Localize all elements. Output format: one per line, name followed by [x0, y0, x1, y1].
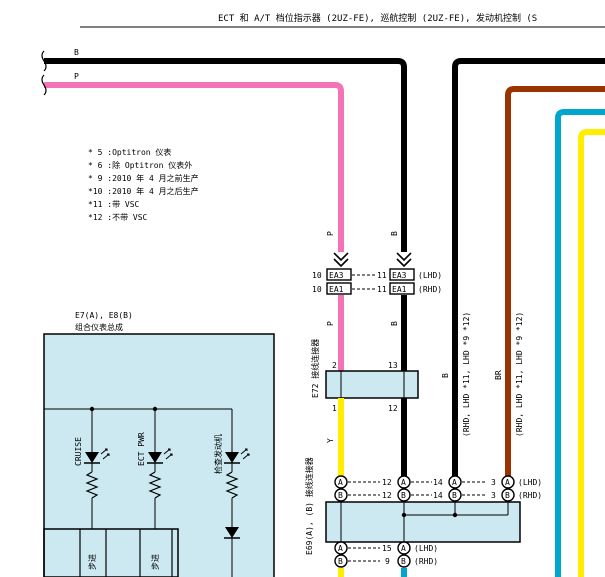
- e69-r1-p3: 3: [491, 478, 496, 487]
- connector-ea1-left: [326, 282, 352, 295]
- connector-ea3-right: [389, 268, 415, 281]
- connector-ea1-right: [389, 282, 415, 295]
- e69-name: E69(A), (B) 接线连接器: [304, 457, 314, 555]
- e69-r4-p1: 9: [385, 557, 390, 566]
- p-wire-label: P: [74, 72, 79, 81]
- e69-r2-a3: B: [452, 491, 457, 500]
- e69-r2-p3: 3: [491, 491, 496, 500]
- e69-junction-1: [401, 512, 407, 518]
- page-title: ECT 和 A/T 档位指示器 (2UZ-FE), 巡航控制 (2UZ-FE),…: [218, 12, 537, 24]
- diode-icon: [225, 527, 239, 538]
- note-4: *10 :2010 年 4 月之后生产: [88, 186, 199, 196]
- ea-row1-right-pin: 11: [377, 271, 387, 280]
- stepper-box-group: [43, 528, 179, 577]
- ea-row2-right-id: EA1: [392, 285, 407, 294]
- indicator-label-check-engine: 检查发动机: [213, 434, 223, 474]
- cruise-led-icon: [85, 452, 99, 463]
- e69-r4-variant: (RHD): [414, 557, 438, 566]
- b-wire-label: B: [74, 48, 79, 57]
- note-2: * 6 :除 Optitron 仪表外: [88, 160, 192, 170]
- e69-row3: [334, 541, 411, 555]
- e72-pin-left-bottom: 1: [332, 404, 337, 413]
- e69-r1-a2: A: [401, 478, 406, 487]
- e69-r2-p2: 14: [433, 491, 443, 500]
- brown-wire: [505, 86, 605, 477]
- e69-junction-2: [452, 512, 458, 518]
- e72-pin-left-top: 2: [332, 361, 337, 370]
- e69-r1-a3: A: [452, 478, 457, 487]
- e72-pin-right-top: 13: [388, 361, 398, 370]
- y-wire-label: Y: [326, 438, 335, 443]
- e69-r1-a1: A: [338, 478, 343, 487]
- b-chevron-icon: [396, 252, 412, 268]
- p-wire-drop: [334, 82, 344, 252]
- e69-row2: [334, 488, 515, 502]
- e69-r1-p2: 14: [433, 478, 443, 487]
- cyan-wire: [555, 109, 605, 577]
- e69-r2-a4: B: [505, 491, 510, 500]
- indicator-label-cruise: CRUISE: [74, 437, 83, 466]
- e72-pin-right-bottom: 12: [388, 404, 398, 413]
- indicator-label-ect-pwr: ECT PWR: [137, 432, 146, 466]
- check-engine-led-icon: [225, 452, 239, 463]
- ea-row1-left-id: EA3: [329, 271, 344, 280]
- yellow-wire-right: [578, 129, 605, 577]
- e69-r1-a4: A: [505, 478, 510, 487]
- e69-r3-a2: A: [401, 544, 406, 553]
- e72-name: E72 接线连接器: [310, 339, 320, 398]
- resistor-2-icon: [148, 471, 162, 499]
- b-vertical-label-lower: B: [390, 321, 399, 326]
- p-vertical-label-lower: P: [326, 321, 335, 326]
- e69-r2-p1: 12: [382, 491, 392, 500]
- right-note-left: (RHD, LHD *11, LHD *9 *12): [462, 312, 471, 437]
- e69-r3-variant: (LHD): [414, 544, 438, 553]
- note-5: *11 :带 VSC: [88, 200, 140, 209]
- resistor-3-icon: [225, 471, 239, 499]
- break-mark-p: [41, 74, 47, 96]
- e69-row4: [334, 554, 411, 568]
- stepper-label-2: 步进: [151, 554, 160, 570]
- e69-r2-a2: B: [401, 491, 406, 500]
- ea-row1-right-id: EA3: [392, 271, 407, 280]
- connector-ea3-left: [326, 268, 352, 281]
- e69-r2-variant: (RHD): [518, 491, 542, 500]
- note-6: *12 :不带 VSC: [88, 213, 148, 222]
- note-3: * 9 :2010 年 4 月之前生产: [88, 173, 199, 183]
- ea-row2-right-pin: 11: [377, 285, 387, 294]
- e69-r2-a1: B: [338, 491, 343, 500]
- resistor-1-icon: [85, 471, 99, 499]
- connector-e69: [325, 501, 521, 543]
- ea-row2-variant: (RHD): [418, 285, 442, 294]
- right-note-right: (RHD, LHD *11, LHD *9 *12): [515, 312, 524, 437]
- b-wire-drop: [397, 58, 407, 252]
- e69-r1-p1: 12: [382, 478, 392, 487]
- note-1: * 5 :Optitron 仪表: [88, 147, 171, 157]
- ea-row1-variant: (LHD): [418, 271, 442, 280]
- e69-r1-variant: (LHD): [518, 478, 542, 487]
- p-chevron-icon: [333, 252, 349, 268]
- ea-row2-left-id: EA1: [329, 285, 344, 294]
- e69-row1: [334, 475, 515, 489]
- e69-r3-a1: A: [338, 544, 343, 553]
- b-vertical-label-upper: B: [390, 231, 399, 236]
- e69-r4-a2: B: [401, 557, 406, 566]
- b-right-wire-label: B: [441, 373, 450, 378]
- p-vertical-label-upper: P: [326, 231, 335, 236]
- ect-pwr-led-icon: [148, 452, 162, 463]
- stepper-label-1: 步进: [88, 554, 97, 570]
- break-mark-b: [41, 50, 47, 72]
- e69-r3-p1: 15: [382, 544, 392, 553]
- combo-meter-name: 组合仪表总成: [75, 322, 123, 332]
- br-wire-label: BR: [494, 370, 503, 380]
- ea-row1-left-pin: 10: [312, 271, 322, 280]
- combo-meter-ref: E7(A), E8(B): [75, 311, 133, 320]
- black-wire-right: [452, 58, 605, 477]
- ea-row2-left-pin: 10: [312, 285, 322, 294]
- e69-r4-a1: B: [338, 557, 343, 566]
